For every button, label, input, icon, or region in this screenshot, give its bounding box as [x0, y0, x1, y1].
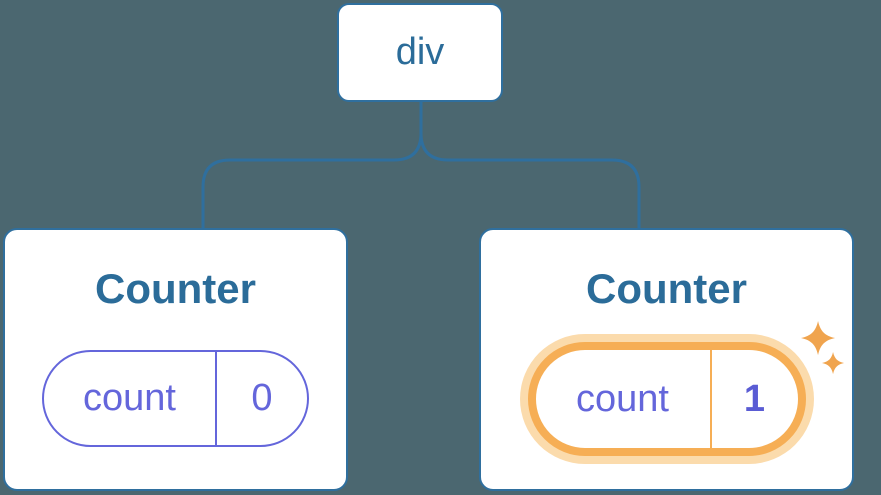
state-key-label: count	[576, 377, 669, 420]
sparkle-large-icon	[801, 321, 836, 356]
component-title: Counter	[586, 265, 747, 312]
component-title: Counter	[95, 265, 256, 312]
counter-card-left: Counter count 0	[3, 228, 348, 491]
state-value: 1	[743, 377, 766, 420]
state-pill-right: count 1	[527, 342, 806, 456]
state-key-label: count	[83, 377, 176, 419]
connector-left-branch	[201, 101, 423, 229]
root-node-label: div	[395, 31, 445, 73]
root-node-div: div	[337, 3, 503, 102]
state-pill-divider	[709, 350, 712, 448]
sparkle-small-icon	[822, 352, 845, 375]
counter-card-right: Counter count 1	[479, 228, 854, 491]
state-pill-highlight-glow: count 1	[519, 334, 814, 464]
sparkles-icon	[801, 321, 845, 375]
connector-right-branch	[419, 132, 641, 229]
state-pill-divider	[215, 352, 217, 445]
state-pill-left: count 0	[42, 350, 309, 447]
state-value: 0	[251, 377, 273, 419]
